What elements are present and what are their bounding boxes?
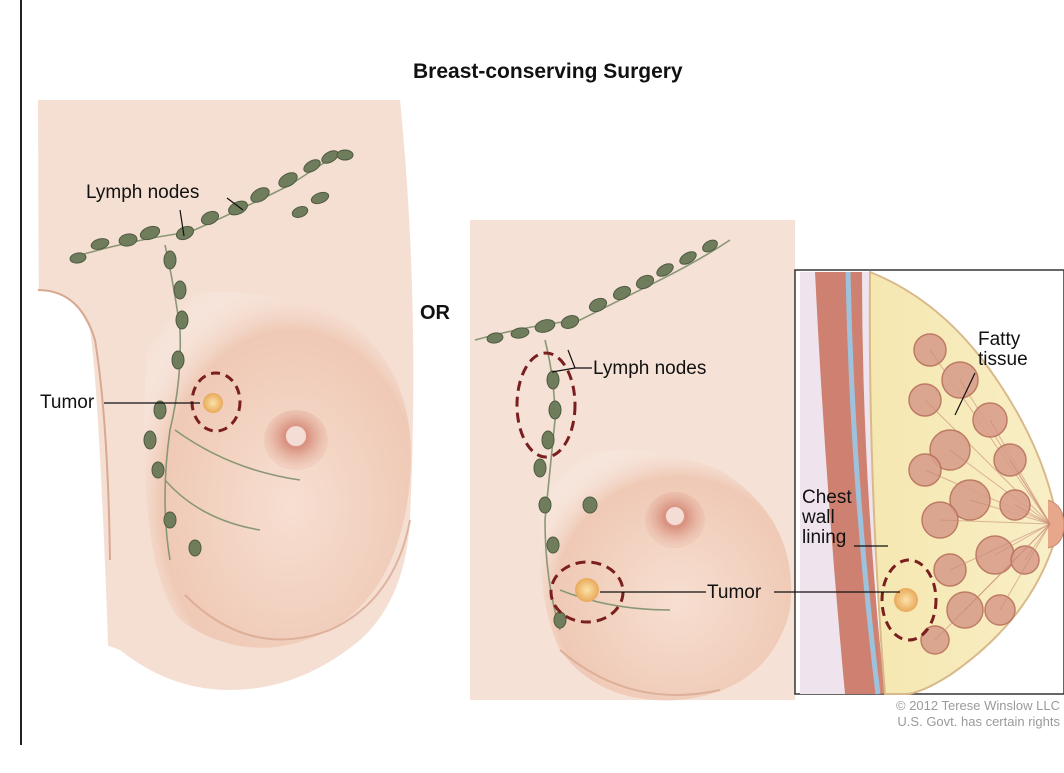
lymph-node [154, 401, 166, 419]
chest-wall-lining-label: Chest wall lining [802, 488, 852, 548]
copyright-line-2: U.S. Govt. has certain rights [897, 714, 1060, 729]
lymph-node [549, 401, 561, 419]
right-tumor [575, 578, 599, 602]
right-tumor-label: Tumor [707, 583, 761, 603]
right-lymph-nodes-label: Lymph nodes [593, 359, 706, 379]
lymph-node [176, 311, 188, 329]
lymph-node [164, 251, 176, 269]
left-tumor [203, 393, 223, 413]
lymph-node [144, 431, 156, 449]
lymph-node [189, 540, 201, 556]
lymph-node [534, 459, 546, 477]
lymph-node [172, 351, 184, 369]
lymph-node [583, 497, 597, 513]
lymph-node [547, 537, 559, 553]
diagram-title: Breast-conserving Surgery [413, 60, 683, 84]
lymph-node [174, 281, 186, 299]
or-separator: OR [420, 302, 450, 325]
copyright-line-1: © 2012 Terese Winslow LLC [896, 698, 1060, 713]
lymph-node [547, 371, 559, 389]
lymph-node [164, 512, 176, 528]
fatty-tissue-label: Fatty tissue [978, 330, 1028, 370]
right-breast-illustration [470, 220, 795, 700]
lymph-node [554, 612, 566, 628]
lymph-node [337, 150, 353, 160]
left-tumor-label: Tumor [40, 393, 94, 413]
lymph-node [542, 431, 554, 449]
lymph-node [539, 497, 551, 513]
left-lymph-nodes-label: Lymph nodes [86, 183, 199, 203]
lymph-node [152, 462, 164, 478]
